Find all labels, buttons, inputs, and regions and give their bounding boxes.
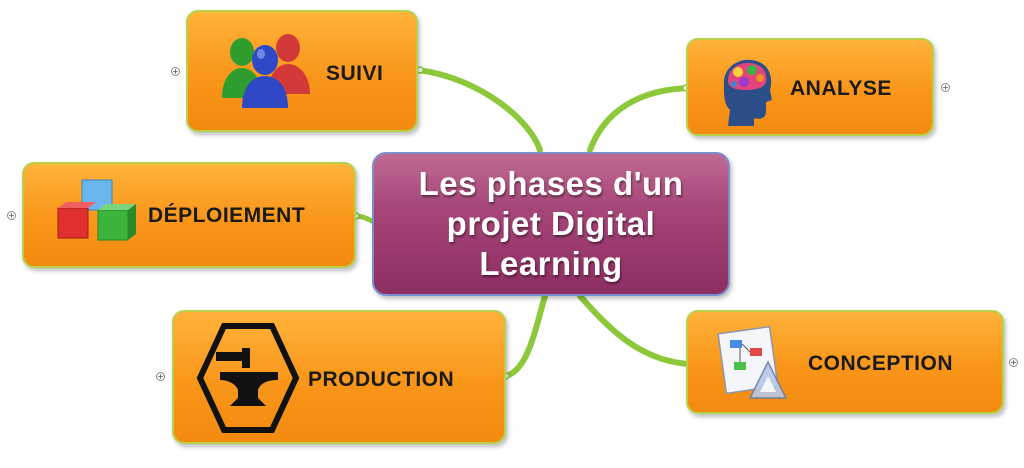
expand-conception-icon[interactable]: + [1009, 358, 1018, 367]
expand-analyse-icon[interactable]: + [941, 83, 950, 92]
connector-analyse [587, 85, 691, 153]
brain-head-icon [723, 59, 772, 126]
topic-deploiement-label: DÉPLOIEMENT [148, 204, 306, 227]
expand-deploiement-icon[interactable]: + [7, 211, 16, 220]
central-topic-title: Les phases d'un projet Digital Learning [418, 165, 684, 282]
connector-suivi [415, 67, 543, 153]
central-topic[interactable]: Les phases d'un projet Digital Learning [372, 152, 730, 296]
cubes-icon [57, 179, 136, 241]
topic-analyse-label: ANALYSE [790, 77, 892, 100]
topic-conception-label: CONCEPTION [808, 352, 954, 375]
topic-conception[interactable]: CONCEPTION [686, 310, 1004, 414]
connector-conception [577, 293, 691, 367]
users-icon [222, 34, 310, 108]
connector-production [503, 293, 548, 379]
topic-suivi-label: SUIVI [326, 62, 384, 85]
expand-production-icon[interactable]: + [156, 372, 165, 381]
topic-production-label: PRODUCTION [308, 368, 455, 391]
topic-production[interactable]: PRODUCTION [172, 310, 506, 444]
topic-analyse[interactable]: ANALYSE [686, 38, 934, 136]
topic-deploiement[interactable]: DÉPLOIEMENT [22, 162, 356, 268]
anvil-icon [196, 323, 300, 433]
flowchart-tools-icon [717, 326, 788, 399]
topic-suivi[interactable]: SUIVI [186, 10, 418, 132]
expand-suivi-icon[interactable]: + [171, 67, 180, 76]
